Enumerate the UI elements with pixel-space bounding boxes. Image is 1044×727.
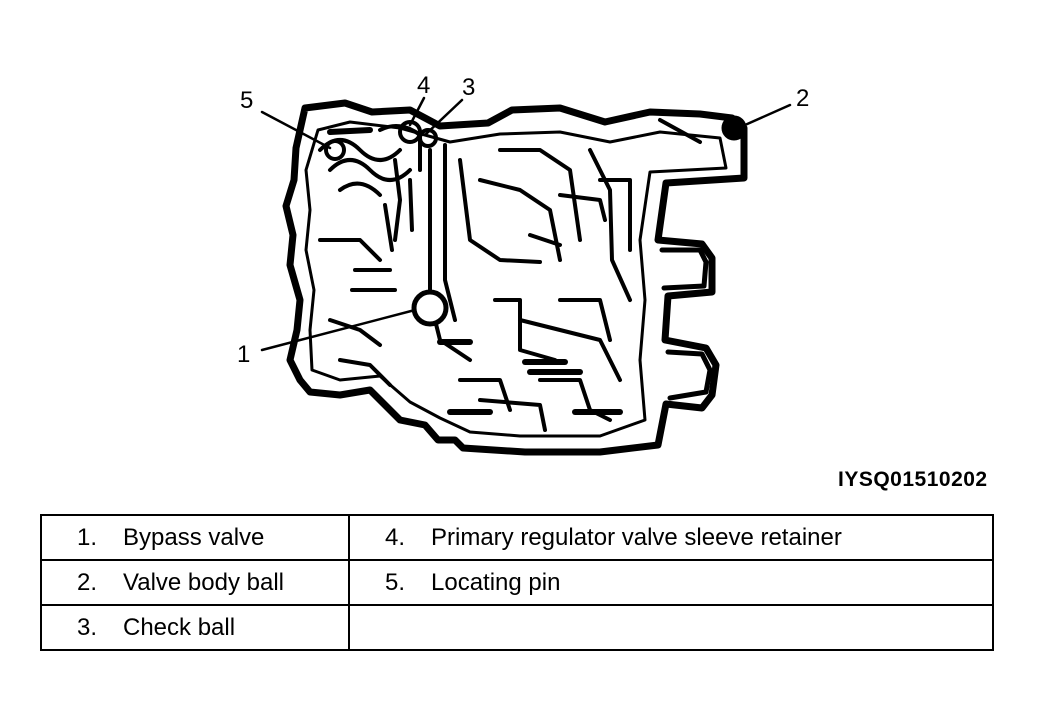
legend-cell: 1. Bypass valve <box>40 514 350 561</box>
legend-number: 2. <box>76 568 97 596</box>
valve-body-outline <box>282 99 748 456</box>
legend-label: Bypass valve <box>123 523 265 551</box>
legend-row: 3. Check ball <box>40 604 994 651</box>
callout-4: 4 <box>417 72 430 99</box>
valve-body-inner-rim <box>304 120 728 438</box>
locating-pin <box>324 139 346 161</box>
legend-label: Primary regulator valve sleeve retainer <box>431 523 842 551</box>
callout-2: 2 <box>796 85 809 112</box>
bypass-valve <box>411 289 449 327</box>
legend-number: 4. <box>384 523 405 551</box>
fluid-passages <box>318 118 702 432</box>
figure-id: IYSQ01510202 <box>838 468 988 491</box>
legend-row: 1. Bypass valve 4. Primary regulator valve… <box>40 514 994 561</box>
legend-number: 5. <box>384 568 405 596</box>
callout-3: 3 <box>462 74 475 101</box>
passage-bars <box>327 127 623 415</box>
legend-cell: 3. Check ball <box>40 604 350 651</box>
right-boss-lower <box>665 349 713 401</box>
legend-label: Check ball <box>123 613 236 641</box>
legend-cell <box>348 604 994 651</box>
legend-cell: 2. Valve body ball <box>40 559 350 606</box>
legend-table: 1. Bypass valve 4. Primary regulator valve… <box>40 514 994 651</box>
callout-1: 1 <box>237 341 250 368</box>
legend-cell: 5. Locating pin <box>348 559 994 606</box>
right-boss-upper <box>659 247 709 291</box>
valve-body-ball <box>721 115 747 141</box>
leader-lines <box>260 96 792 352</box>
legend-label: Locating pin <box>431 568 561 596</box>
legend-label: Valve body ball <box>123 568 284 596</box>
valve-body-diagram: 1 2 3 4 5 <box>237 72 809 456</box>
legend-number: 3. <box>76 613 97 641</box>
legend-row: 2. Valve body ball 5. Locating pin <box>40 559 994 606</box>
callout-5: 5 <box>240 87 253 114</box>
check-ball <box>418 128 438 148</box>
legend-cell: 4. Primary regulator valve sleeve retaine… <box>348 514 994 561</box>
passage-cluster <box>318 124 422 252</box>
legend-number: 1. <box>76 523 97 551</box>
